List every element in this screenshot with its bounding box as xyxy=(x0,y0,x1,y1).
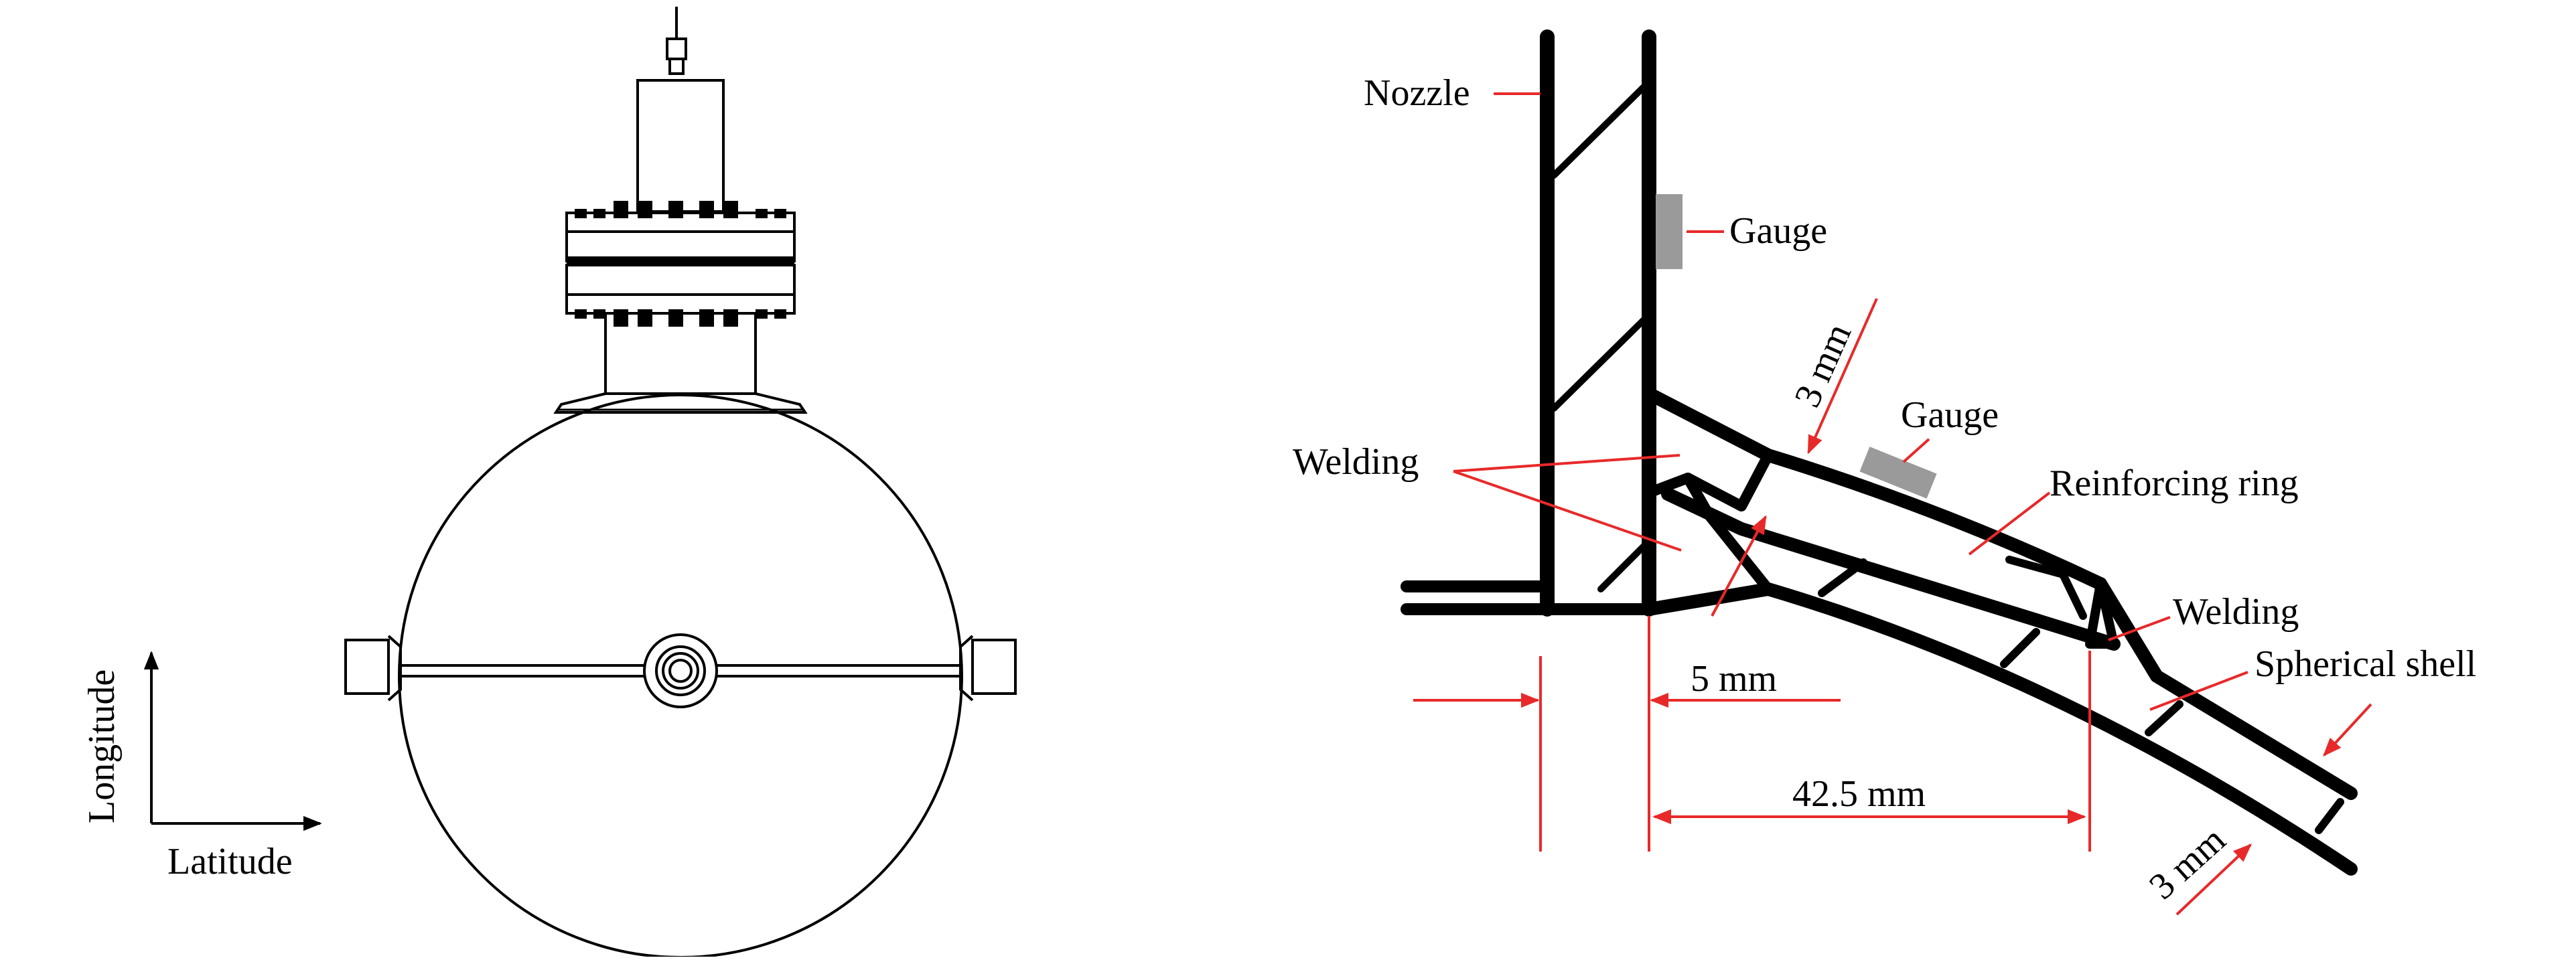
center-port xyxy=(643,633,718,708)
top-connector xyxy=(666,7,687,75)
vessel-neck xyxy=(553,313,808,414)
ring-and-shell xyxy=(1642,387,2358,876)
label-gauge-nozzle: Gauge xyxy=(1729,210,1827,252)
gauge-nozzle xyxy=(1656,194,1683,269)
dim-shell-thickness: 3 mm xyxy=(2141,819,2233,907)
dim-ring-thickness: 3 mm xyxy=(1786,317,1859,413)
vessel-view xyxy=(344,7,1017,959)
axes-indicator: Longitude Latitude xyxy=(81,651,322,882)
latitude-label: Latitude xyxy=(167,841,293,882)
label-spherical-shell: Spherical shell xyxy=(2255,643,2476,685)
flange-assembly xyxy=(565,212,796,315)
dimension-lines xyxy=(1413,298,2372,916)
label-nozzle: Nozzle xyxy=(1364,72,1470,114)
gauge-ring xyxy=(1859,447,1937,499)
dim-nozzle-thickness: 5 mm xyxy=(1691,658,1777,700)
dim-ring-width: 42.5 mm xyxy=(1792,773,1926,815)
longitude-label: Longitude xyxy=(81,669,123,823)
label-reinforcing-ring: Reinforcing ring xyxy=(2050,463,2299,504)
label-welding-right: Welding xyxy=(2173,591,2299,633)
sensor-housing xyxy=(636,79,725,213)
leader-lines xyxy=(1453,92,2248,711)
label-gauge-ring: Gauge xyxy=(1901,394,1999,436)
nozzle xyxy=(1401,29,1656,617)
label-welding-left: Welding xyxy=(1293,441,1419,483)
side-lugs xyxy=(344,635,1017,702)
flange-bolts xyxy=(575,201,786,327)
weld-detail-view: Nozzle Gauge Gauge Welding Reinforcing r… xyxy=(1293,29,2476,916)
